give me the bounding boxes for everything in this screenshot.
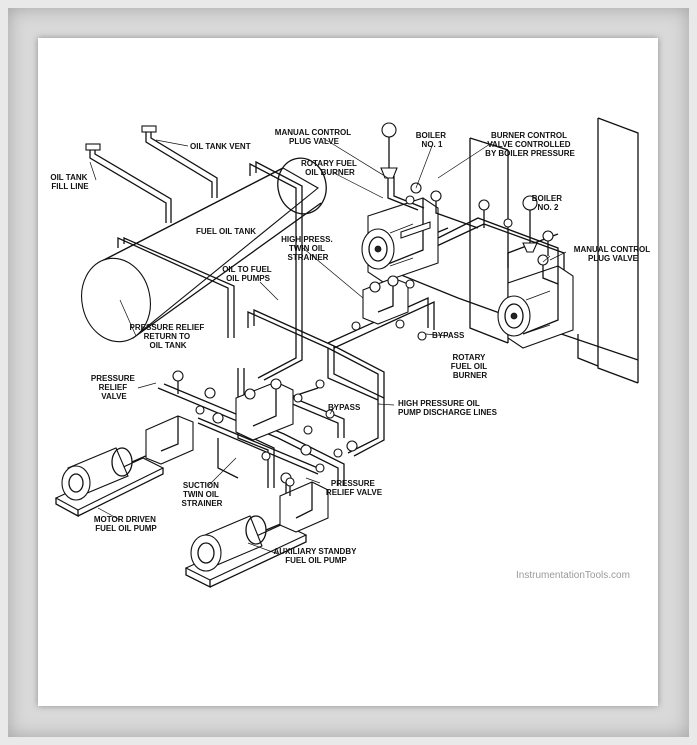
label-bypass-upper: BYPASS [432,331,465,340]
fuel-oil-system-diagram: OIL TANK FILL LINE OIL TANK VENT FUEL OI… [50,117,652,589]
label-bypass-lower: BYPASS [328,403,361,412]
rotary-burner-1 [361,197,439,283]
leader-lines [89,137,567,555]
high-press-strainer [351,275,427,341]
motor-driven-pump [54,415,194,518]
label-burner-control-valve: BURNER CONTROL VALVE CONTROLLED BY BOILE… [485,131,575,158]
diagram-labels: OIL TANK FILL LINE OIL TANK VENT FUEL OI… [50,128,652,581]
label-manual-control-plug-valve-1: MANUAL CONTROL PLUG VALVE [275,128,353,146]
watermark: InstrumentationTools.com [516,570,630,581]
manifold-valves [172,370,358,498]
label-fuel-oil-tank: FUEL OIL TANK [196,227,256,236]
label-motor-driven-pump: MOTOR DRIVEN FUEL OIL PUMP [94,515,158,533]
rotary-burner-2 [497,265,574,349]
label-boiler-1: BOILER NO. 1 [416,131,448,149]
label-boiler-2: BOILER NO. 2 [532,194,564,212]
label-rotary-fuel-oil-burner-1: ROTARY FUEL OIL BURNER [301,159,359,177]
label-high-press-strainer: HIGH PRESS. TWIN OIL STRAINER [281,235,335,262]
boiler-1-valves [380,122,479,229]
fill-line-pipe [85,143,172,223]
label-pressure-relief-valve-left: PRESSURE RELIEF VALVE [91,374,137,401]
label-auxiliary-standby-pump: AUXILIARY STANDBY FUEL OIL PUMP [273,547,358,565]
suction-pipe [249,160,303,381]
label-rotary-fuel-oil-burner-2: ROTARY FUEL OIL BURNER [451,353,489,380]
boiler-2-valves [478,195,559,285]
fuel-oil-tank [81,157,327,343]
label-oil-tank-vent: OIL TANK VENT [190,142,251,151]
suction-strainer [235,378,335,441]
label-oil-to-fuel-oil-pumps: OIL TO FUEL OIL PUMPS [222,265,274,283]
label-high-pressure-discharge: HIGH PRESSURE OIL PUMP DISCHARGE LINES [398,399,498,417]
label-pressure-relief-return: PRESSURE RELIEF RETURN TO OIL TANK [130,323,207,350]
diagram-paper: OIL TANK FILL LINE OIL TANK VENT FUEL OI… [38,38,658,706]
auxiliary-standby-pump [184,477,329,589]
label-pressure-relief-valve-right: PRESSURE RELIEF VALVE [326,479,383,497]
label-suction-strainer: SUCTION TWIN OIL STRAINER [182,481,223,508]
label-oil-tank-fill-line: OIL TANK FILL LINE [50,173,89,191]
label-manual-control-plug-valve-2: MANUAL CONTROL PLUG VALVE [574,245,652,263]
vent-pipe [141,125,218,198]
relief-return-pipe [117,236,235,338]
